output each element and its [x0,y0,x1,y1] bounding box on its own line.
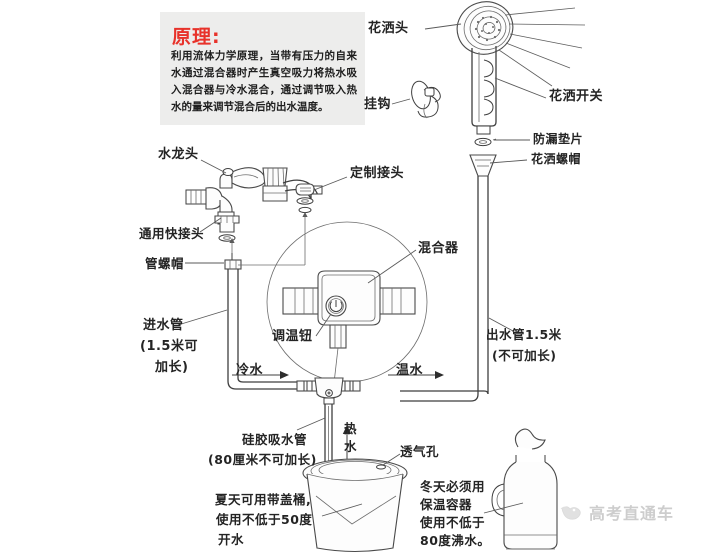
principle-panel: 原理: 利用流体力学原理，当带有压力的自来水通过混合器时产生真空吸力将热水吸入混… [160,12,365,125]
ring-gasket-icon [474,137,492,147]
mixer-valve-icon [282,270,416,349]
label-winter-note-2: 保温容器 [420,497,473,512]
custom-connector-icon [295,183,315,214]
thermos-flask-icon [491,428,558,550]
label-custom-connector: 定制接头 [350,166,405,181]
label-winter-note-1: 冬天必须用 [420,479,486,494]
inlet-pipe [227,269,297,390]
label-faucet: 水龙头 [158,147,199,162]
label-hook: 挂钩 [364,97,392,112]
label-outlet-pipe: 出水管1.5米 [486,327,562,342]
pipe-nut-icon [224,253,242,270]
silicone-suction-tube [324,404,333,470]
principle-body-text: 利用流体力学原理，当带有压力的自来水通过混合器时产生真空吸力将热水吸入混合器与冷… [171,50,357,113]
watermark-text: 高考直通车 [589,504,675,523]
label-hot-water-2: 水 [344,439,358,454]
water-spray-lines [498,7,586,87]
arrow-right-icon [388,371,444,379]
label-universal-quick-connector: 通用快接头 [139,226,205,241]
label-outlet-pipe-note: (不可加长) [492,348,557,363]
principle-title: 原理: [172,26,221,48]
label-mixer: 混合器 [418,241,459,256]
watermark: 高考直通车 [560,500,674,524]
shower-nut-icon [469,154,497,177]
lidded-bucket-icon [302,458,408,553]
label-winter-note-3: 使用不低于 [420,515,486,530]
wall-hook-icon [411,80,441,119]
label-air-vent: 透气孔 [400,444,440,459]
label-inlet-pipe: 进水管 [143,318,184,333]
leader-lines [177,23,547,517]
label-shower-head: 花洒头 [368,21,409,36]
label-cold-water: 冷水 [236,363,264,378]
inline-venturi-fitting [296,377,361,405]
label-summer-note-1: 夏天可用带盖桶, [215,492,312,507]
label-summer-note-2: 使用不低于50度 [216,512,313,527]
bird-logo-icon [560,506,581,520]
label-shower-nut: 花洒螺帽 [531,152,582,166]
outlet-hose [400,176,489,402]
label-temp-knob: 调温钮 [272,329,313,344]
universal-quick-connector-icon [214,215,240,242]
label-hot-water-1: 热 [344,421,358,436]
wall-faucet-icon [185,167,266,231]
label-inlet-pipe-note-1: (1.5米可 [140,339,198,354]
label-silicone-tube-note: (80厘米不可加长) [208,452,317,467]
label-summer-note-3: 开水 [218,532,245,547]
label-winter-note-4: 80度沸水。 [420,533,491,548]
label-shower-switch: 花洒开关 [549,89,604,104]
shower-head-icon [456,1,514,135]
label-silicone-tube: 硅胶吸水管 [242,432,308,447]
label-warm-water: 温水 [396,363,424,378]
label-inlet-pipe-note-2: 加长) [155,360,189,375]
basin-faucet-icon [262,167,323,202]
arrow-right-icon [232,371,289,379]
label-leak-gasket: 防漏垫片 [533,132,584,146]
label-pipe-nut: 管螺帽 [145,256,185,271]
